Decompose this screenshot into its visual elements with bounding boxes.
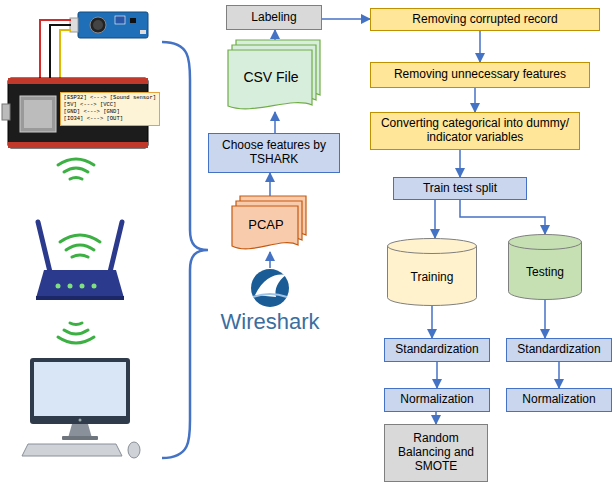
node-text: Normalization: [522, 393, 595, 407]
flow-arrow: [431, 306, 433, 338]
flow-arrow: [436, 362, 438, 388]
process-box: Standardization: [506, 338, 612, 362]
document-stack: PCAP: [232, 196, 308, 252]
node-text: Normalization: [400, 393, 473, 407]
sound-sensor: [70, 12, 148, 38]
bracket: [162, 42, 208, 458]
node-text: CSV File: [243, 69, 298, 85]
document-stack: CSV File: [228, 40, 322, 112]
node-text: Choose features by TSHARK: [215, 139, 333, 167]
node-text: PCAP: [248, 218, 283, 233]
node-text: Removing unnecessary features: [394, 68, 566, 82]
node-text: Training: [411, 271, 454, 285]
process-box: Train test split: [393, 177, 527, 200]
process-box: Random Balancing and SMOTE: [384, 424, 488, 482]
computer: [22, 358, 140, 458]
process-box: Removing corrupted record: [370, 8, 600, 31]
node-text: Converting categorical into dummy/ indic…: [377, 117, 573, 145]
flow-arrow: [269, 173, 271, 196]
process-box: Normalization: [384, 388, 490, 412]
pin-label: [ESP32] <---> [Sound sensor]: [64, 95, 156, 102]
sensor-wires: [40, 20, 71, 78]
flow-arrow: [322, 18, 370, 20]
flow-arrow: [274, 30, 276, 40]
node-text: Standardization: [395, 343, 478, 357]
node-text: Standardization: [517, 343, 600, 357]
process-box: Removing unnecessary features: [370, 62, 590, 88]
process-box: Standardization: [384, 338, 490, 362]
flow-arrow: [269, 252, 271, 268]
node-text: Train test split: [423, 182, 497, 196]
flow-arrow: [434, 200, 436, 238]
node-text: Removing corrupted record: [412, 13, 557, 27]
flow-arrow: [474, 88, 476, 112]
flow-arrow: [479, 31, 481, 62]
node-text: Labeling: [251, 11, 296, 25]
pin-label-card: [ESP32] <---> [Sound sensor][5V] <---> […: [60, 92, 160, 126]
flow-arrow: [460, 200, 545, 234]
process-box: Converting categorical into dummy/ indic…: [370, 112, 580, 150]
data-cylinder: Training: [387, 238, 477, 306]
wireshark-logo: Wireshark: [214, 268, 326, 334]
pin-label: [GND] <---> [GND]: [64, 109, 156, 116]
flow-arrow: [435, 412, 437, 424]
flow-arrow: [274, 112, 276, 133]
pin-label: [IO34] <---> [OUT]: [64, 116, 156, 123]
pin-label: [5V] <---> [VCC]: [64, 102, 156, 109]
node-text: Wireshark: [220, 309, 319, 334]
flow-arrow: [544, 300, 546, 338]
process-box: Choose features by TSHARK: [208, 133, 340, 173]
process-box: Normalization: [506, 388, 612, 412]
wifi-signal: [58, 159, 94, 343]
router: [36, 222, 124, 300]
node-text: Random Balancing and SMOTE: [391, 432, 481, 473]
data-cylinder: Testing: [508, 234, 582, 300]
process-box: Labeling: [226, 5, 322, 30]
flow-arrow: [558, 362, 560, 388]
flow-arrow: [459, 150, 461, 177]
node-text: Testing: [526, 266, 564, 280]
